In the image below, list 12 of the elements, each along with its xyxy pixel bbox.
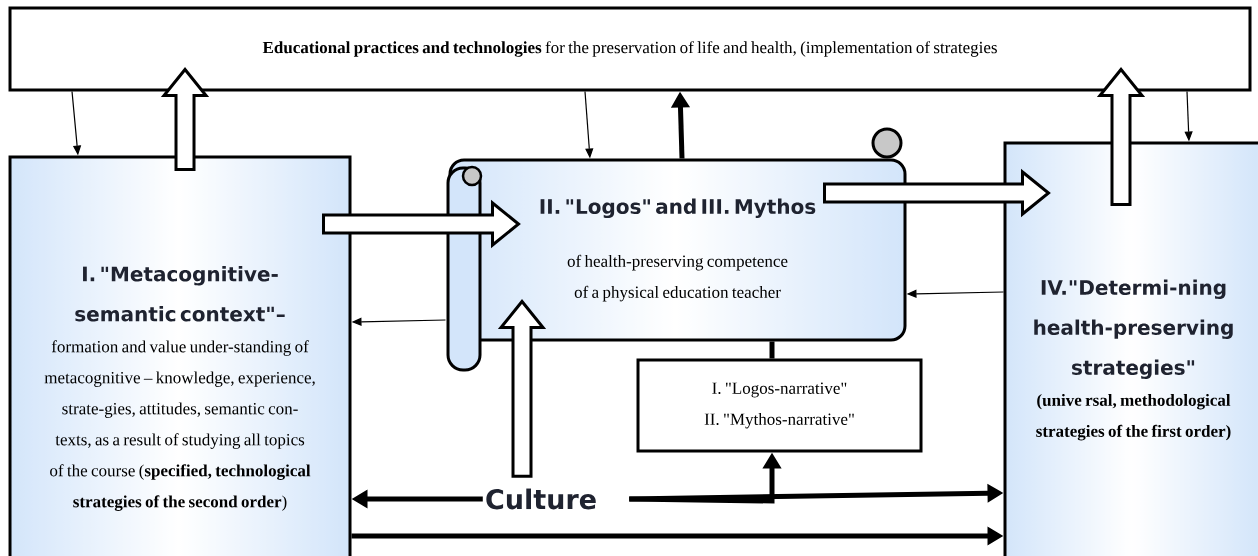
header-box: Educational practices and technologies for the preservation of life and health, (implementation of strategies [8,6,1252,92]
block-arrow [823,168,1051,218]
block-arrow [1096,67,1146,206]
block-arrow [160,67,210,171]
block-arrow [497,299,547,478]
context-box: I. "Metacognitive-semantic context"– formation and value under-standing of metacognitive – knowledge, experience, strate-gies, attitudes, semantic con-texts, as a result of studying all topics of the course (specified, technological strategies of the second order) [8,155,352,556]
narrative-box: I. "Logos-narrative" II. "Mythos-narrative" [636,358,923,453]
scroll-banner: II. "Logos" and III. Mythos of health-preserving competence of a physical education teacher [446,127,907,372]
culture-label: Culture [486,488,596,510]
block-arrow [322,199,521,249]
connector-bar [769,341,775,359]
strategy-box: IV."Determi-ning health-preserving strategies" (unive rsal, methodological strategies of the first order) [1003,141,1258,556]
